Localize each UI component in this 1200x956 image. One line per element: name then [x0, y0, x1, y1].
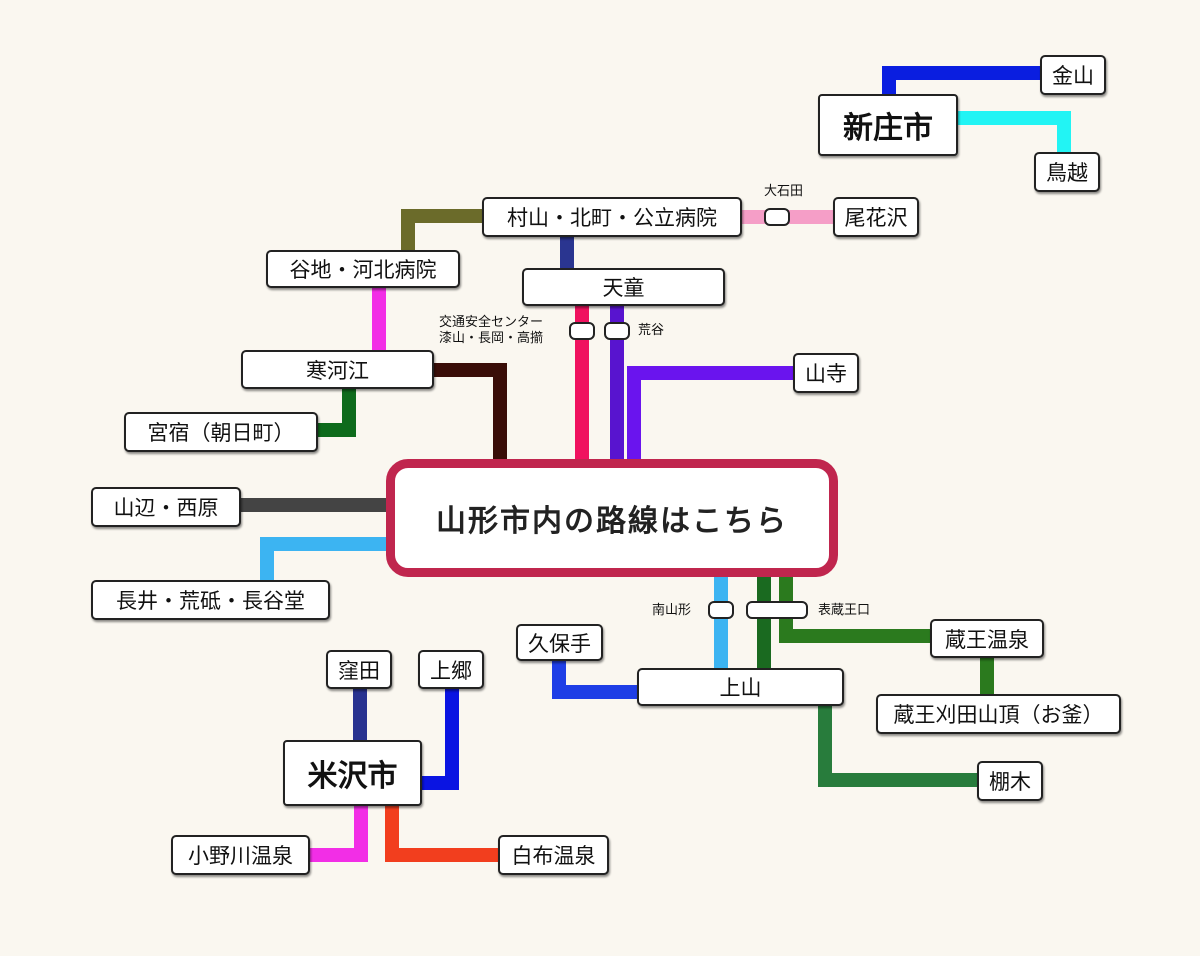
- station-onogawa[interactable]: 小野川温泉: [171, 835, 310, 875]
- line-yamadera: [627, 366, 794, 459]
- line-shinjo-torigoe: [957, 111, 1071, 153]
- station-shirabu[interactable]: 白布温泉: [498, 835, 609, 875]
- line-shirabu: [385, 805, 499, 862]
- yamagata-city-routes-button[interactable]: 山形市内の路線はこちら: [386, 459, 838, 577]
- station-sagae[interactable]: 寒河江: [241, 350, 434, 389]
- station-zao-katta[interactable]: 蔵王刈田山頂（お釜）: [876, 694, 1121, 734]
- line-kamigo: [421, 688, 459, 790]
- station-obanazawa[interactable]: 尾花沢: [833, 197, 919, 237]
- station-nagai[interactable]: 長井・荒砥・長谷堂: [91, 580, 330, 620]
- stop-label-kotsu-2: 漆山・長岡・高擶: [439, 331, 544, 346]
- line-sagae-hub: [433, 363, 507, 459]
- station-shinjo[interactable]: 新庄市: [818, 94, 958, 156]
- line-tanagi: [818, 705, 978, 787]
- line-murayama-yachi: [401, 209, 483, 251]
- stop-marker-kotsu: [569, 322, 595, 340]
- stop-marker-araya: [604, 322, 630, 340]
- station-yachi[interactable]: 谷地・河北病院: [266, 250, 460, 288]
- stop-marker-omote-zao: [746, 601, 808, 619]
- station-kubota[interactable]: 窪田: [326, 650, 392, 689]
- station-kaminoyama[interactable]: 上山: [637, 668, 844, 706]
- station-kanayama[interactable]: 金山: [1040, 55, 1106, 95]
- stop-label-minami-yamagata: 南山形: [652, 603, 692, 618]
- station-yamanobe[interactable]: 山辺・西原: [91, 487, 241, 527]
- line-kubote: [552, 660, 638, 699]
- station-kubote[interactable]: 久保手: [516, 624, 603, 661]
- line-nagai: [260, 537, 386, 581]
- station-zao-onsen[interactable]: 蔵王温泉: [930, 619, 1044, 658]
- line-onogawa: [309, 805, 368, 862]
- stop-marker-oishida: [764, 208, 790, 226]
- station-torigoe[interactable]: 鳥越: [1034, 152, 1100, 192]
- stop-label-omote-zao: 表蔵王口: [818, 603, 871, 618]
- stop-label-oishida: 大石田: [764, 184, 804, 199]
- station-yamadera[interactable]: 山寺: [793, 353, 859, 393]
- station-tanagi[interactable]: 棚木: [977, 761, 1043, 801]
- stop-label-araya: 荒谷: [638, 323, 665, 338]
- line-miyajuku: [317, 388, 356, 437]
- station-kamigo[interactable]: 上郷: [418, 650, 484, 689]
- stop-label-kotsu-1: 交通安全センター: [439, 315, 544, 330]
- line-shinjo-kanayama: [882, 66, 1041, 94]
- station-murayama[interactable]: 村山・北町・公立病院: [482, 197, 742, 237]
- station-miyajuku[interactable]: 宮宿（朝日町）: [124, 412, 318, 452]
- stop-marker-minami-yamagata: [708, 601, 734, 619]
- line-zao: [779, 577, 931, 643]
- station-yonezawa[interactable]: 米沢市: [283, 740, 422, 806]
- station-tendo[interactable]: 天童: [522, 268, 725, 306]
